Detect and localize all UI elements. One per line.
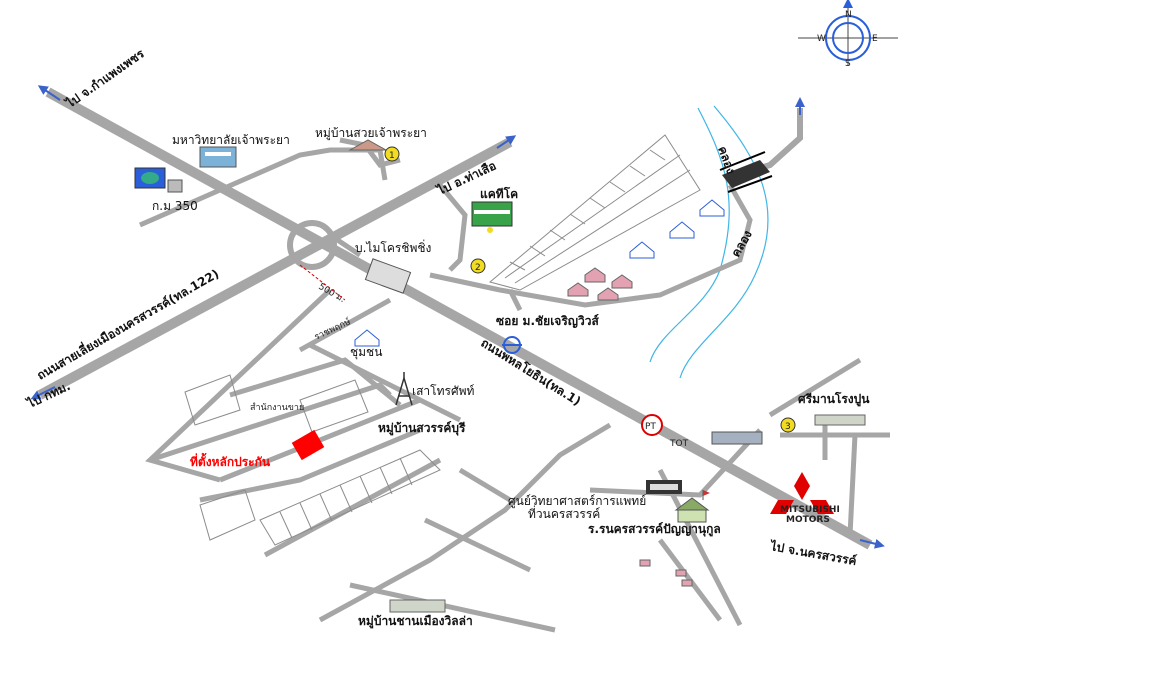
phone-tower-label: เสาโทรศัพท์: [412, 384, 474, 398]
marker-3: 3: [785, 422, 791, 432]
canal-label-top: คลอง: [715, 144, 738, 176]
canal-label-mid: คลอง: [728, 228, 754, 260]
factory-icon: [364, 258, 412, 294]
volvo-logo-icon: [502, 336, 522, 354]
compass-icon: N S E W: [798, 0, 898, 69]
sriman-icon: [814, 414, 866, 426]
dir-kamphaengphet: ไป จ.กำแพงเพชร: [61, 45, 147, 111]
shop-icon: [471, 201, 513, 233]
phone-tower-icon: [395, 372, 413, 406]
rajpruek-label: ราชพฤกษ์: [312, 315, 352, 342]
housing-grid-south: [184, 374, 441, 546]
mitsubishi-logo-icon: [770, 472, 834, 514]
km-marker-icon: [134, 167, 183, 193]
road-bypass-label: ถนนสายเลี่ยงเมืองนครสวรรค์(ทล.122): [34, 265, 222, 383]
mitsubishi-label-2: MOTORS: [786, 515, 830, 525]
school-icon: [674, 490, 710, 523]
medical-center-icon: [646, 480, 682, 494]
village-bottom-label: หมู่บ้านชานเมืองวิลล่า: [358, 614, 473, 629]
project-site-marker: [291, 429, 325, 461]
building-icon: [711, 431, 763, 445]
village-bottom-icon: [389, 599, 446, 613]
housing-grid-north: [488, 134, 701, 291]
dir-nakhonsawan: ไป จ.นครสวรรค์: [768, 538, 858, 568]
compass-n: N: [845, 10, 852, 20]
school-label: ร.รนครสวรรค์ปัญญานุกูล: [588, 522, 721, 537]
road-phahonyothin-label: ถนนพหลโยธิน(ทล.1): [478, 335, 583, 409]
marker-3-icon: 3: [780, 417, 796, 433]
village-sawan-label: หมู่บ้านสวรรค์บุรี: [378, 421, 466, 436]
marker-1: 1: [389, 151, 395, 161]
bridge: [719, 151, 773, 193]
village-top-icon: 1: [348, 139, 400, 162]
pt-logo: PT: [645, 422, 656, 432]
km-label: ก.ม 350: [152, 199, 198, 213]
green-houses-icon: [354, 199, 725, 347]
compass-e: E: [872, 34, 878, 44]
compass-w: W: [817, 34, 826, 44]
university-label: มหาวิทยาลัยเจ้าพระยา: [172, 133, 290, 147]
tot-logo-icon: TOT: [669, 439, 689, 449]
project-site-label: ที่ตั้งหลักประกัน: [190, 452, 271, 469]
compass-s: S: [845, 59, 851, 69]
university-icon: [199, 146, 237, 168]
microchip-label: บ.ไมโครชิพชิ่ง: [355, 239, 431, 255]
medical-center-label: ศูนย์วิทยาศาสตร์การแพทย์: [508, 494, 646, 509]
medical-center-label-2: ที่วนครสวรรค์: [528, 505, 600, 521]
houses-icon: [567, 267, 633, 301]
choochai-label: ชุมชน: [350, 345, 382, 360]
marker-2: 2: [475, 263, 481, 273]
dir-bangkok: ไป กทม.: [23, 378, 72, 412]
tot-logo: TOT: [669, 439, 689, 449]
marker-2-icon: 2: [470, 258, 486, 274]
village-top-label: หมู่บ้านสวยเจ้าพระยา: [315, 126, 427, 141]
road-soi-label: ซอย ม.ชัยเจริญวิวส์: [496, 314, 599, 328]
office-sale-label: สำนักงานขาย: [250, 402, 304, 413]
pt-logo-icon: PT: [641, 414, 663, 436]
sriman-label: ศรีมานโรงปูน: [798, 391, 870, 407]
small-houses-icon: [639, 559, 693, 587]
secondary-roads: [138, 137, 890, 633]
direction-arrows: [30, 85, 885, 549]
mitsubishi-label-1: MITSUBISHI: [780, 505, 840, 515]
catico-label: แคทีโค: [480, 186, 518, 201]
